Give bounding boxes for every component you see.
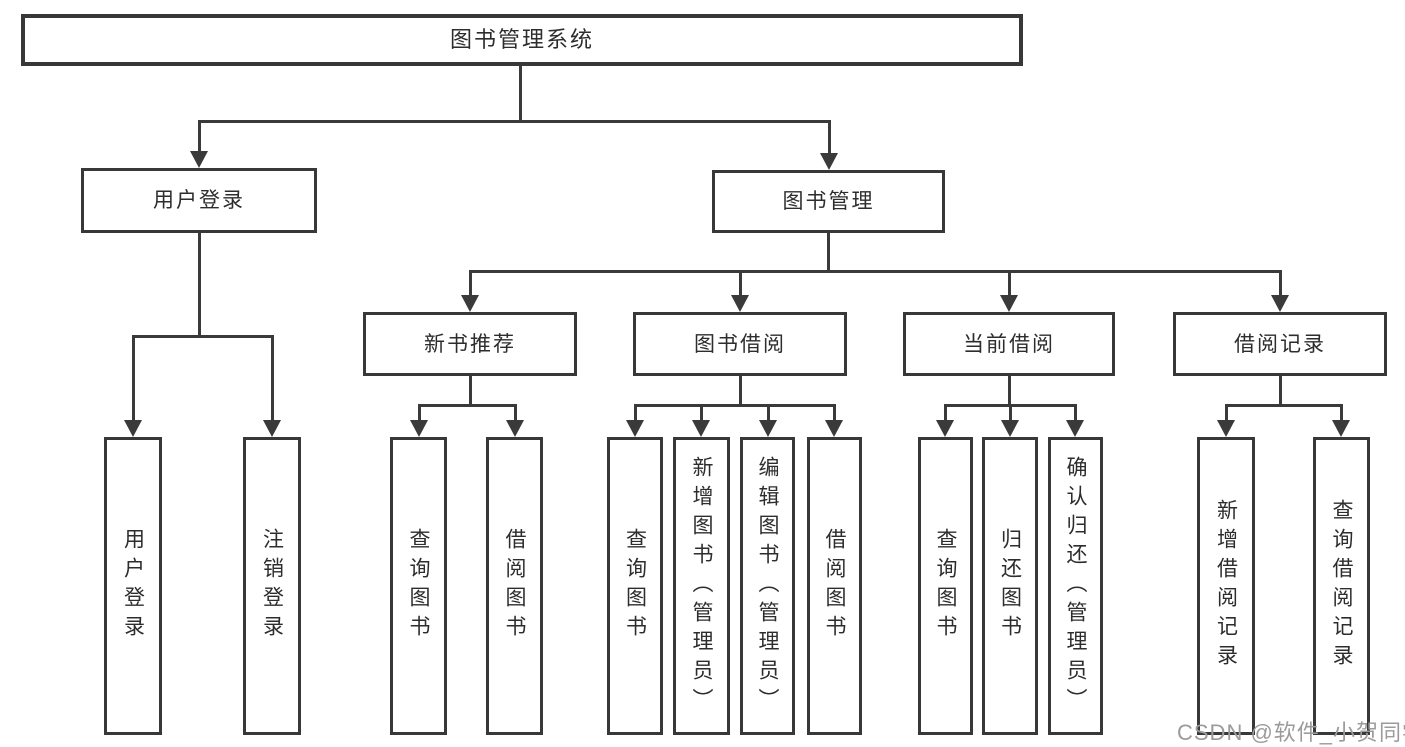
arrow-down-icon [1000, 295, 1018, 312]
node-borrow-record-label: 借阅记录 [1234, 332, 1326, 356]
connector-vline [1279, 270, 1282, 299]
connector-vline [469, 376, 472, 405]
arrow-down-icon [626, 420, 644, 437]
leaf-cb-confirm-return-label: 确认归还（管理员） [1064, 455, 1088, 717]
connector-vline [271, 335, 274, 424]
connector-hline [198, 120, 830, 123]
arrow-down-icon [825, 420, 843, 437]
leaf-br-add-record: 新增借阅记录 [1197, 437, 1255, 735]
connector-hline [418, 404, 516, 407]
leaf-cb-query-book-label: 查询图书 [934, 528, 958, 644]
arrow-down-icon [731, 295, 749, 312]
connector-vline [1074, 404, 1077, 424]
connector-vline [827, 233, 830, 271]
node-user-login: 用户登录 [81, 168, 317, 233]
node-borrow-record: 借阅记录 [1173, 312, 1387, 376]
connector-hline [1225, 404, 1342, 407]
leaf-br-query-record: 查询借阅记录 [1313, 437, 1370, 735]
leaf-nb-borrow-book: 借阅图书 [486, 437, 543, 735]
leaf-cb-return-book: 归还图书 [982, 437, 1038, 735]
node-book-borrow: 图书借阅 [633, 312, 847, 376]
node-current-borrow: 当前借阅 [903, 312, 1115, 376]
leaf-bb-borrow-book-label: 借阅图书 [823, 528, 847, 644]
connector-vline [1008, 376, 1011, 405]
leaf-bb-query-book-label: 查询图书 [623, 528, 647, 644]
connector-vline [132, 335, 135, 424]
connector-vline [1009, 404, 1012, 424]
arrow-down-icon [263, 420, 281, 437]
connector-vline [833, 404, 836, 424]
node-book-manage: 图书管理 [712, 170, 945, 233]
arrow-down-icon [1001, 420, 1019, 437]
node-user-login-label: 用户登录 [153, 189, 245, 212]
connector-vline [739, 270, 742, 299]
leaf-bb-query-book: 查询图书 [607, 437, 663, 735]
leaf-logout-login: 注销登录 [243, 437, 301, 735]
leaf-br-add-record-label: 新增借阅记录 [1214, 499, 1238, 673]
connector-vline [198, 120, 201, 155]
connector-vline [767, 404, 770, 424]
arrow-down-icon [410, 420, 428, 437]
leaf-nb-query-book: 查询图书 [390, 437, 447, 735]
arrow-down-icon [692, 420, 710, 437]
arrow-down-icon [936, 420, 954, 437]
arrow-down-icon [190, 151, 208, 168]
arrow-down-icon [124, 420, 142, 437]
connector-vline [634, 404, 637, 424]
leaf-bb-borrow-book: 借阅图书 [807, 437, 862, 735]
arrow-down-icon [1217, 420, 1235, 437]
connector-hline [132, 335, 274, 338]
connector-vline [944, 404, 947, 424]
connector-hline [634, 404, 836, 407]
node-new-book: 新书推荐 [363, 312, 577, 376]
node-new-book-label: 新书推荐 [424, 332, 516, 356]
arrow-down-icon [1066, 420, 1084, 437]
connector-vline [519, 66, 522, 121]
connector-vline [198, 233, 201, 336]
arrow-down-icon [1332, 420, 1350, 437]
leaf-logout-login-label: 注销登录 [260, 528, 284, 644]
leaf-cb-query-book: 查询图书 [918, 437, 973, 735]
leaf-user-login-label: 用户登录 [121, 528, 145, 644]
connector-vline [469, 270, 472, 299]
arrow-down-icon [506, 420, 524, 437]
node-library-system-label: 图书管理系统 [449, 27, 594, 52]
arrow-down-icon [461, 295, 479, 312]
arrow-down-icon [1271, 295, 1289, 312]
leaf-cb-return-book-label: 归还图书 [998, 528, 1022, 644]
connector-vline [828, 120, 831, 157]
connector-vline [1225, 404, 1228, 424]
connector-vline [700, 404, 703, 424]
connector-vline [418, 404, 421, 424]
leaf-bb-edit-book-label: 编辑图书（管理员） [756, 455, 780, 717]
connector-hline [469, 270, 1281, 273]
connector-vline [1340, 404, 1343, 424]
leaf-bb-edit-book: 编辑图书（管理员） [740, 437, 795, 735]
connector-vline [514, 404, 517, 424]
connector-vline [739, 376, 742, 405]
leaf-nb-borrow-book-label: 借阅图书 [503, 528, 527, 644]
leaf-nb-query-book-label: 查询图书 [407, 528, 431, 644]
leaf-br-query-record-label: 查询借阅记录 [1330, 499, 1354, 673]
leaf-bb-add-book-label: 新增图书（管理员） [690, 455, 714, 717]
leaf-user-login: 用户登录 [104, 437, 162, 735]
arrow-down-icon [820, 153, 838, 170]
arrow-down-icon [759, 420, 777, 437]
leaf-cb-confirm-return: 确认归还（管理员） [1048, 437, 1103, 735]
connector-vline [1008, 270, 1011, 299]
node-current-borrow-label: 当前借阅 [963, 332, 1055, 356]
csdn-watermark: CSDN @软件_小贺同学 [1177, 720, 1405, 745]
node-book-manage-label: 图书管理 [782, 190, 875, 213]
node-book-borrow-label: 图书借阅 [694, 332, 786, 356]
node-library-system: 图书管理系统 [21, 14, 1023, 66]
connector-vline [1279, 376, 1282, 405]
leaf-bb-add-book: 新增图书（管理员） [673, 437, 730, 735]
